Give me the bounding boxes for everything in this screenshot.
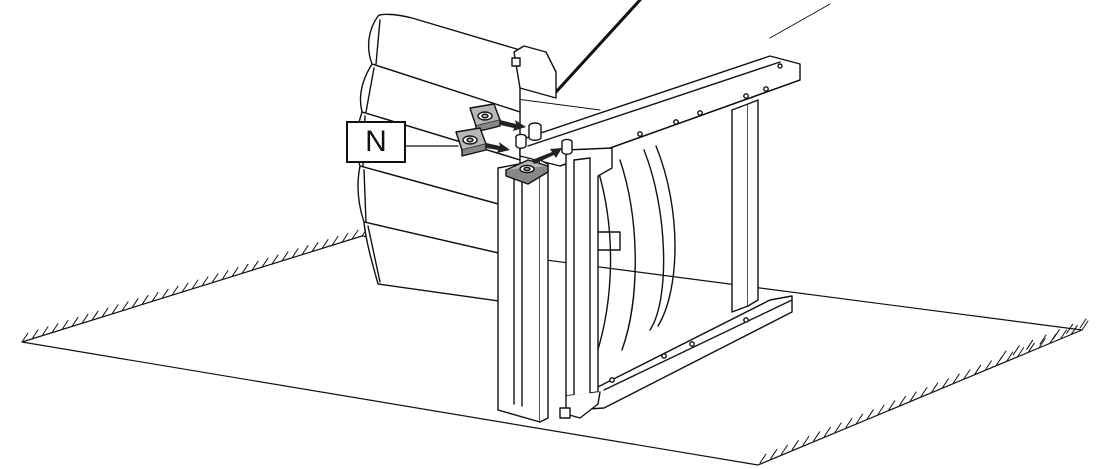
- floor-hatch-marks: [21, 226, 1089, 464]
- insertion-arrows: [486, 120, 562, 164]
- clip-part-lower: [505, 159, 549, 185]
- connector-pins: [515, 122, 573, 155]
- front-inner-column: [559, 147, 613, 419]
- clip-part-top: [469, 103, 501, 133]
- floor-sheet: [21, 235, 1083, 466]
- inner-slats: [595, 145, 676, 357]
- rear-post: [511, 45, 557, 99]
- bottom-rail: [571, 295, 793, 411]
- right-post: [731, 99, 759, 313]
- front-column: [497, 159, 549, 423]
- callout-label: N: [346, 121, 406, 163]
- clip-part-middle: [455, 127, 487, 157]
